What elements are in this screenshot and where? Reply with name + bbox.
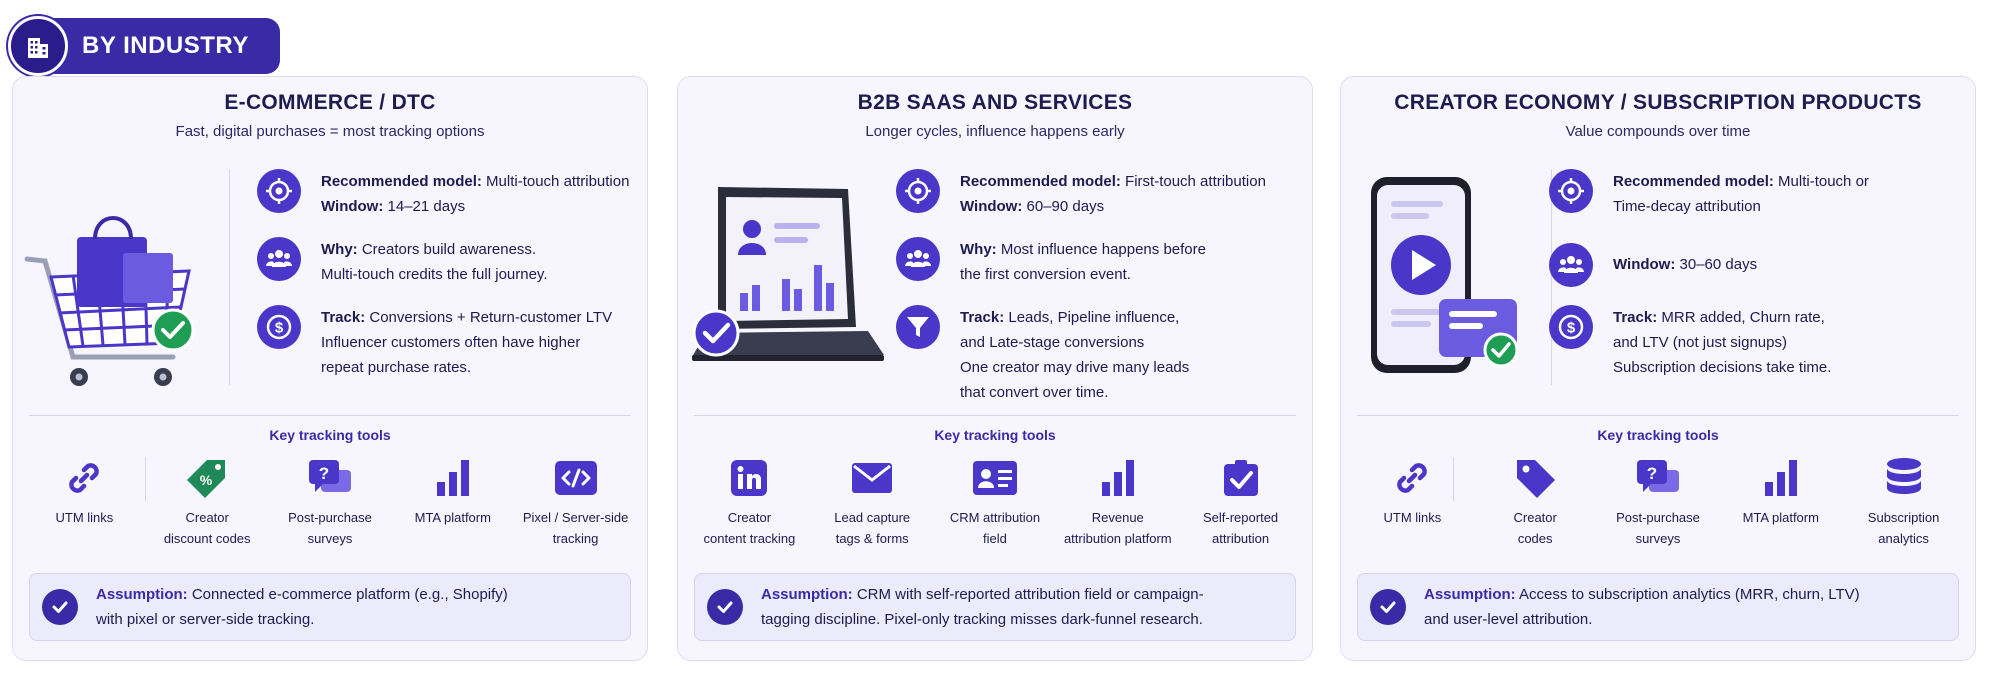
checkbox-icon bbox=[1221, 455, 1261, 501]
card-b2b-saas: B2B SAAS AND SERVICES Longer cycles, inf… bbox=[677, 76, 1313, 661]
check-circle-icon bbox=[1370, 589, 1406, 625]
survey-chat-icon: ? bbox=[1635, 455, 1681, 501]
industry-badge: BY INDUSTRY bbox=[8, 16, 280, 76]
svg-text:?: ? bbox=[319, 464, 329, 483]
people-icon bbox=[257, 237, 301, 281]
discount-tag-icon: % bbox=[185, 455, 229, 501]
dollar-icon: $ bbox=[257, 305, 301, 349]
card-title: B2B SAAS AND SERVICES bbox=[857, 91, 1133, 114]
tool-utm-links: UTM links bbox=[1352, 455, 1472, 549]
dollar-icon: $ bbox=[1549, 305, 1593, 349]
shopping-cart-illustration bbox=[24, 216, 195, 386]
track-row: $ Track: MRR added, Churn rate, and LTV … bbox=[1549, 305, 1831, 380]
tools-title: Key tracking tools bbox=[269, 427, 391, 443]
assumption-box: Assumption: Connected e-commerce platfor… bbox=[29, 573, 631, 641]
people-icon bbox=[1549, 243, 1593, 287]
database-icon bbox=[1885, 455, 1923, 501]
target-icon bbox=[257, 169, 301, 213]
card-subtitle: Fast, digital purchases = most tracking … bbox=[175, 123, 485, 140]
target-icon bbox=[1549, 169, 1593, 213]
badge-label: BY INDUSTRY bbox=[82, 32, 249, 59]
tools-title: Key tracking tools bbox=[1597, 427, 1719, 443]
linkedin-icon bbox=[730, 455, 768, 501]
card-creator-economy: CREATOR ECONOMY / SUBSCRIPTION PRODUCTS … bbox=[1340, 76, 1976, 661]
card-subtitle: Longer cycles, influence happens early bbox=[865, 123, 1125, 140]
tag-icon bbox=[1513, 455, 1557, 501]
code-icon bbox=[554, 455, 598, 501]
card-title: E-COMMERCE / DTC bbox=[224, 91, 436, 114]
link-icon bbox=[1392, 455, 1432, 501]
assumption-box: Assumption: CRM with self-reported attri… bbox=[694, 573, 1296, 641]
tool-mta-platform: MTA platform bbox=[1721, 455, 1841, 549]
tool-utm-links: UTM links bbox=[24, 455, 144, 549]
model-row: Recommended model: Multi-touch or Time-d… bbox=[1549, 169, 1869, 219]
mail-icon bbox=[851, 455, 893, 501]
track-row: Track: Leads, Pipeline influence, and La… bbox=[896, 305, 1189, 405]
assumption-box: Assumption: Access to subscription analy… bbox=[1357, 573, 1959, 641]
bar-chart-icon bbox=[1100, 455, 1136, 501]
card-title: CREATOR ECONOMY / SUBSCRIPTION PRODUCTS bbox=[1394, 91, 1922, 114]
window-row: Window: 30–60 days bbox=[1549, 243, 1757, 287]
svg-text:$: $ bbox=[275, 320, 284, 337]
survey-chat-icon: ? bbox=[307, 455, 353, 501]
link-icon bbox=[64, 455, 104, 501]
card-ecommerce: E-COMMERCE / DTC Fast, digital purchases… bbox=[12, 76, 648, 661]
why-row: Why: Creators build awareness. Multi-tou… bbox=[257, 237, 548, 287]
people-icon bbox=[896, 237, 940, 281]
laptop-dashboard-illustration bbox=[692, 187, 884, 361]
check-circle-icon bbox=[707, 589, 743, 625]
funnel-icon bbox=[896, 305, 940, 349]
bar-chart-icon bbox=[435, 455, 471, 501]
target-icon bbox=[896, 169, 940, 213]
svg-text:?: ? bbox=[1647, 464, 1657, 483]
svg-text:$: $ bbox=[1567, 320, 1576, 337]
bar-chart-icon bbox=[1763, 455, 1799, 501]
building-icon bbox=[8, 16, 68, 76]
card-subtitle: Value compounds over time bbox=[1565, 123, 1751, 140]
model-row: Recommended model: Multi-touch attributi… bbox=[257, 169, 629, 219]
check-circle-icon bbox=[42, 589, 78, 625]
svg-text:%: % bbox=[200, 472, 213, 488]
track-row: $ Track: Conversions + Return-customer L… bbox=[257, 305, 612, 380]
contact-card-icon bbox=[972, 455, 1018, 501]
tools-title: Key tracking tools bbox=[934, 427, 1056, 443]
why-row: Why: Most influence happens before the f… bbox=[896, 237, 1206, 287]
tool-mta-platform: MTA platform bbox=[393, 455, 513, 549]
model-row: Recommended model: First-touch attributi… bbox=[896, 169, 1266, 219]
phone-video-illustration bbox=[1371, 177, 1519, 373]
